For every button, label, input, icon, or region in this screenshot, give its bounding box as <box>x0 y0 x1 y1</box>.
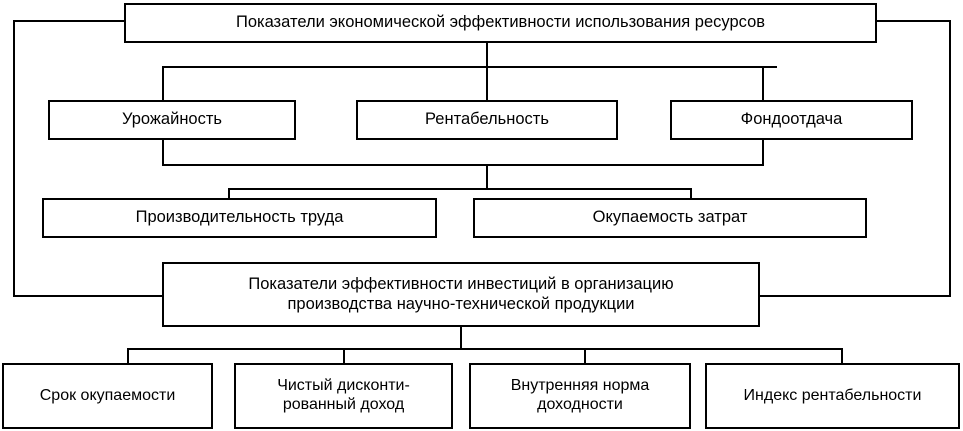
node-label: Внутренняя норма доходности <box>510 377 650 413</box>
node-cost-recovery[interactable]: Окупаемость затрат <box>473 198 867 238</box>
connector-left-rail <box>13 20 15 297</box>
node-internal-rate-of-return[interactable]: Внутренняя норма доходности <box>469 363 691 429</box>
connector-right-rail-into-investments <box>758 295 951 297</box>
node-labour-productivity[interactable]: Производительность труда <box>42 198 437 238</box>
node-label: Рентабельность <box>425 110 549 129</box>
connector-level2-riser-1 <box>162 66 164 101</box>
connector-level2-downstem-3 <box>762 139 764 166</box>
connector-right-rail <box>949 20 951 297</box>
connector-leaf-riser-4 <box>841 348 843 364</box>
node-label: Индекс рентабельности <box>743 386 922 404</box>
connector-level3-bus-upper <box>162 164 764 166</box>
node-economic-efficiency-indicators[interactable]: Показатели экономической эффективности и… <box>124 3 877 43</box>
node-payback-period[interactable]: Срок окупаемости <box>2 363 213 429</box>
node-label: Показатели эффективности инвестиций в ор… <box>248 275 674 313</box>
connector-level3-drop <box>486 164 488 190</box>
node-label: Окупаемость затрат <box>592 208 748 227</box>
connector-leaf-riser-1 <box>127 348 129 364</box>
node-label: Фондоотдача <box>740 110 843 129</box>
connector-level2-bus <box>162 66 777 68</box>
connector-level3-riser-1 <box>228 188 230 200</box>
connector-level2-riser-2 <box>486 66 488 101</box>
connector-leaf-riser-3 <box>584 348 586 364</box>
connector-root-stem <box>486 41 488 68</box>
connector-level2-downstem-1 <box>162 139 164 166</box>
node-capital-productivity[interactable]: Фондоотдача <box>670 100 913 140</box>
node-net-present-value[interactable]: Чистый дисконти- рованный доход <box>234 363 453 429</box>
connector-left-rail-into-investments <box>13 295 164 297</box>
connector-leaf-riser-2 <box>343 348 345 364</box>
node-label: Производительность труда <box>135 208 344 227</box>
node-label: Урожайность <box>121 110 223 129</box>
connector-leaf-bus <box>127 348 843 350</box>
connector-level3-riser-2 <box>690 188 692 200</box>
node-profitability-index[interactable]: Индекс рентабельности <box>705 363 960 429</box>
connector-level3-bus-lower <box>228 188 692 190</box>
node-label: Срок окупаемости <box>39 386 176 404</box>
node-investment-efficiency-indicators[interactable]: Показатели эффективности инвестиций в ор… <box>162 262 760 327</box>
node-profitability[interactable]: Рентабельность <box>356 100 618 140</box>
connector-investments-stem <box>460 326 462 350</box>
connector-root-left-stub <box>13 20 126 22</box>
connector-level2-riser-3 <box>762 66 764 101</box>
node-yield[interactable]: Урожайность <box>48 100 296 140</box>
node-label: Показатели экономической эффективности и… <box>235 13 766 32</box>
node-label: Чистый дисконти- рованный доход <box>277 377 410 413</box>
connector-root-right-stub <box>875 20 951 22</box>
